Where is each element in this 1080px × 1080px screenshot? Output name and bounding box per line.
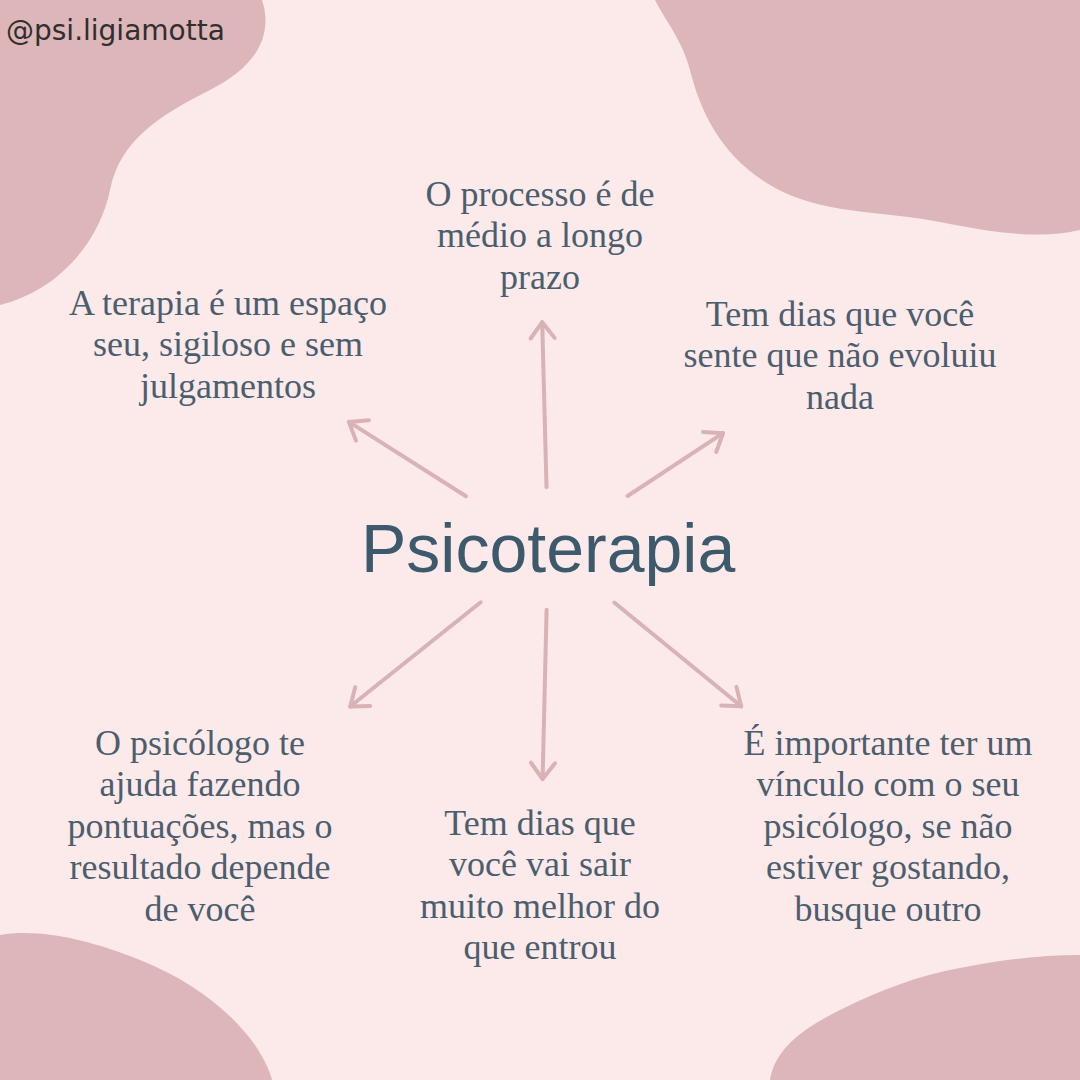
arrow-connector: [542, 322, 546, 487]
topic-note: É importante ter um vínculo com o seu ps…: [718, 719, 1058, 934]
topic-note: Tem dias que você vai sair muito melhor …: [405, 799, 675, 973]
corner-blob: [770, 955, 1080, 1080]
central-topic: Psicoterapia: [355, 507, 741, 590]
note-text: É importante ter um vínculo com o seu ps…: [724, 723, 1052, 930]
central-title: Psicoterapia: [361, 511, 735, 586]
arrow-connector: [543, 610, 547, 779]
corner-blob: [655, 0, 1080, 235]
note-text: O psicólogo te ajuda fazendo pontuações,…: [56, 723, 344, 930]
topic-note: O psicólogo te ajuda fazendo pontuações,…: [50, 719, 350, 934]
arrow-connector: [614, 603, 741, 707]
arrow-connector: [349, 422, 466, 496]
topic-note: O processo é de médio a longo prazo: [415, 170, 665, 302]
corner-blob: [0, 0, 265, 305]
arrow-connector: [350, 602, 481, 706]
topic-note: A terapia é um espaço seu, sigiloso e se…: [53, 279, 403, 411]
note-text: Tem dias que você sente que não evoluiu …: [681, 294, 999, 418]
watermark: @psi.ligiamotta: [6, 14, 225, 47]
arrow-connector: [628, 433, 723, 496]
corner-blob: [0, 933, 272, 1080]
note-text: A terapia é um espaço seu, sigiloso e se…: [59, 283, 397, 407]
note-text: Tem dias que você vai sair muito melhor …: [411, 803, 669, 969]
note-text: O processo é de médio a longo prazo: [421, 174, 659, 298]
topic-note: Tem dias que você sente que não evoluiu …: [675, 290, 1005, 422]
